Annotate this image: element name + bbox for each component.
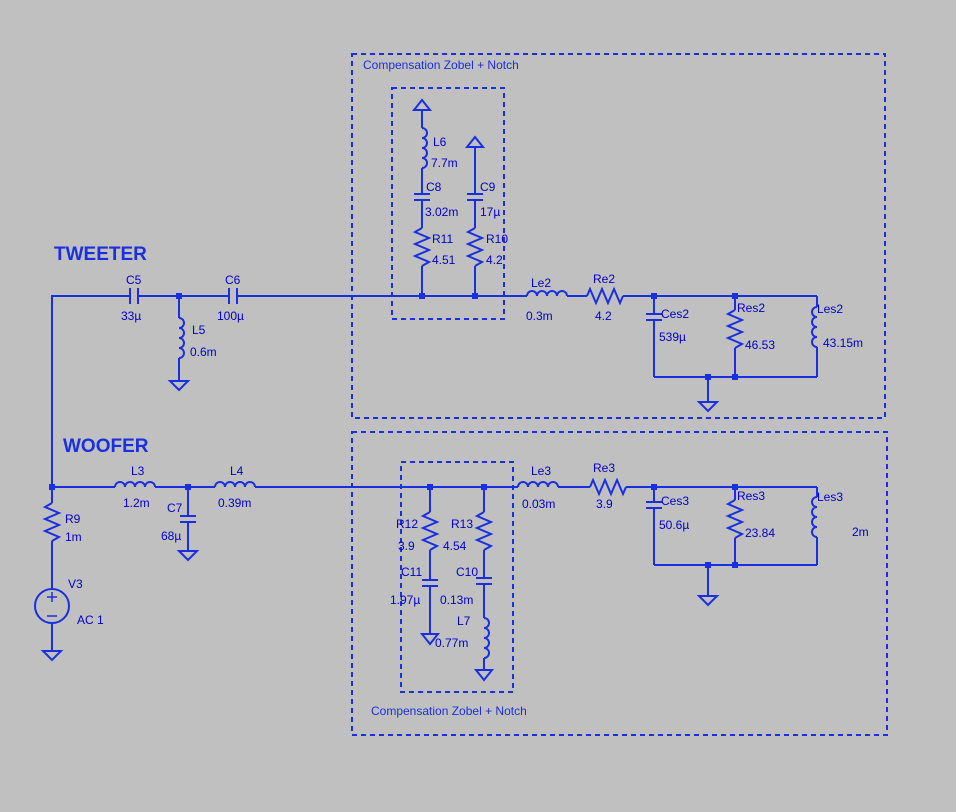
ces2-name: Ces2 [661, 307, 689, 321]
r12-name: R12 [396, 517, 418, 531]
res3-value: 23.84 [745, 526, 775, 540]
re2-name: Re2 [593, 272, 615, 286]
les3-name: Les3 [817, 490, 843, 504]
r11-value: 4.51 [432, 253, 456, 267]
v3-value: AC 1 [77, 613, 104, 627]
r13-value: 4.54 [443, 539, 467, 553]
l5-name: L5 [192, 323, 206, 337]
c5-value: 33µ [121, 309, 141, 323]
dashed-boxes [351, 53, 888, 736]
res3-name: Res3 [737, 489, 765, 503]
ces2-value: 539µ [659, 330, 686, 344]
c6-name: C6 [225, 273, 241, 287]
re3-value: 3.9 [596, 497, 613, 511]
ces3-value: 50.6µ [659, 518, 689, 532]
woofer-zobel-box [400, 461, 514, 693]
c8-value: 3.02m [425, 205, 458, 219]
r9-value: 1m [65, 530, 82, 544]
r13-name: R13 [451, 517, 473, 531]
l5-value: 0.6m [190, 345, 217, 359]
res2-name: Res2 [737, 301, 765, 315]
l6-value: 7.7m [431, 156, 458, 170]
tweeter-compensation-box [351, 53, 886, 419]
c7-value: 68µ [161, 529, 181, 543]
re2-value: 4.2 [595, 309, 612, 323]
top-box-caption: Compensation Zobel + Notch [363, 58, 519, 72]
les2-name: Les2 [817, 302, 843, 316]
r11-name: R11 [432, 232, 453, 246]
tweeter-section-title: TWEETER [54, 244, 147, 265]
le2-name: Le2 [531, 276, 551, 290]
c6-value: 100µ [217, 309, 244, 323]
l6-name: L6 [433, 135, 447, 149]
c9-value: 17µ [480, 205, 500, 219]
r10-value: 4.2 [486, 253, 503, 267]
woofer-compensation-box [351, 431, 888, 736]
l7-name: L7 [457, 614, 471, 628]
c10-name: C10 [456, 565, 478, 579]
re3-name: Re3 [593, 461, 615, 475]
r12-value: 3.9 [398, 539, 415, 553]
l4-value: 0.39m [218, 496, 251, 510]
c10-value: 0.13m [440, 593, 473, 607]
c9-name: C9 [480, 180, 496, 194]
r9-name: R9 [65, 512, 81, 526]
wires [34, 99, 818, 682]
res2-value: 46.53 [745, 338, 775, 352]
le2-value: 0.3m [526, 309, 553, 323]
l7-value: 0.77m [435, 636, 468, 650]
c7-name: C7 [167, 501, 183, 515]
l3-value: 1.2m [123, 496, 150, 510]
l3-name: L3 [131, 464, 145, 478]
junction-dots [49, 293, 738, 568]
r10-name: R10 [486, 232, 508, 246]
woofer-section-title: WOOFER [63, 436, 149, 457]
le3-name: Le3 [531, 464, 551, 478]
les3-value: 2m [852, 525, 869, 539]
le3-value: 0.03m [522, 497, 555, 511]
bottom-box-caption: Compensation Zobel + Notch [371, 704, 527, 718]
les2-value: 43.15m [823, 336, 863, 350]
c8-name: C8 [426, 180, 442, 194]
c11-value: 1.97µ [390, 593, 420, 607]
v3-name: V3 [68, 577, 83, 591]
c11-name: C11 [401, 565, 422, 579]
l4-name: L4 [230, 464, 244, 478]
tweeter-zobel-box [391, 87, 505, 320]
c5-name: C5 [126, 273, 142, 287]
ces3-name: Ces3 [661, 494, 689, 508]
